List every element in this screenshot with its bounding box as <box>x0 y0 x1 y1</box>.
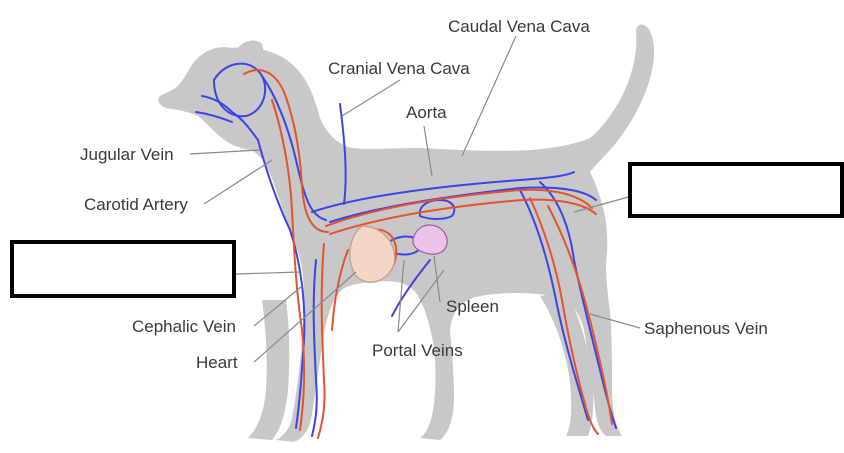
dog-front-leg <box>248 300 289 440</box>
blank-label-box-right[interactable] <box>630 164 842 216</box>
label-saphenous-vein: Saphenous Vein <box>644 319 768 338</box>
label-caudal-vena-cava: Caudal Vena Cava <box>448 17 590 36</box>
spleen-organ <box>413 225 447 254</box>
label-heart: Heart <box>196 353 238 372</box>
label-spleen: Spleen <box>446 297 499 316</box>
label-portal-veins: Portal Veins <box>372 341 463 360</box>
label-aorta: Aorta <box>406 103 447 122</box>
label-cranial-vena-cava: Cranial Vena Cava <box>328 59 470 78</box>
label-jugular-vein: Jugular Vein <box>80 145 174 164</box>
label-carotid-artery: Carotid Artery <box>84 195 188 214</box>
label-cephalic-vein: Cephalic Vein <box>132 317 236 336</box>
blank-label-box-left[interactable] <box>12 242 234 296</box>
